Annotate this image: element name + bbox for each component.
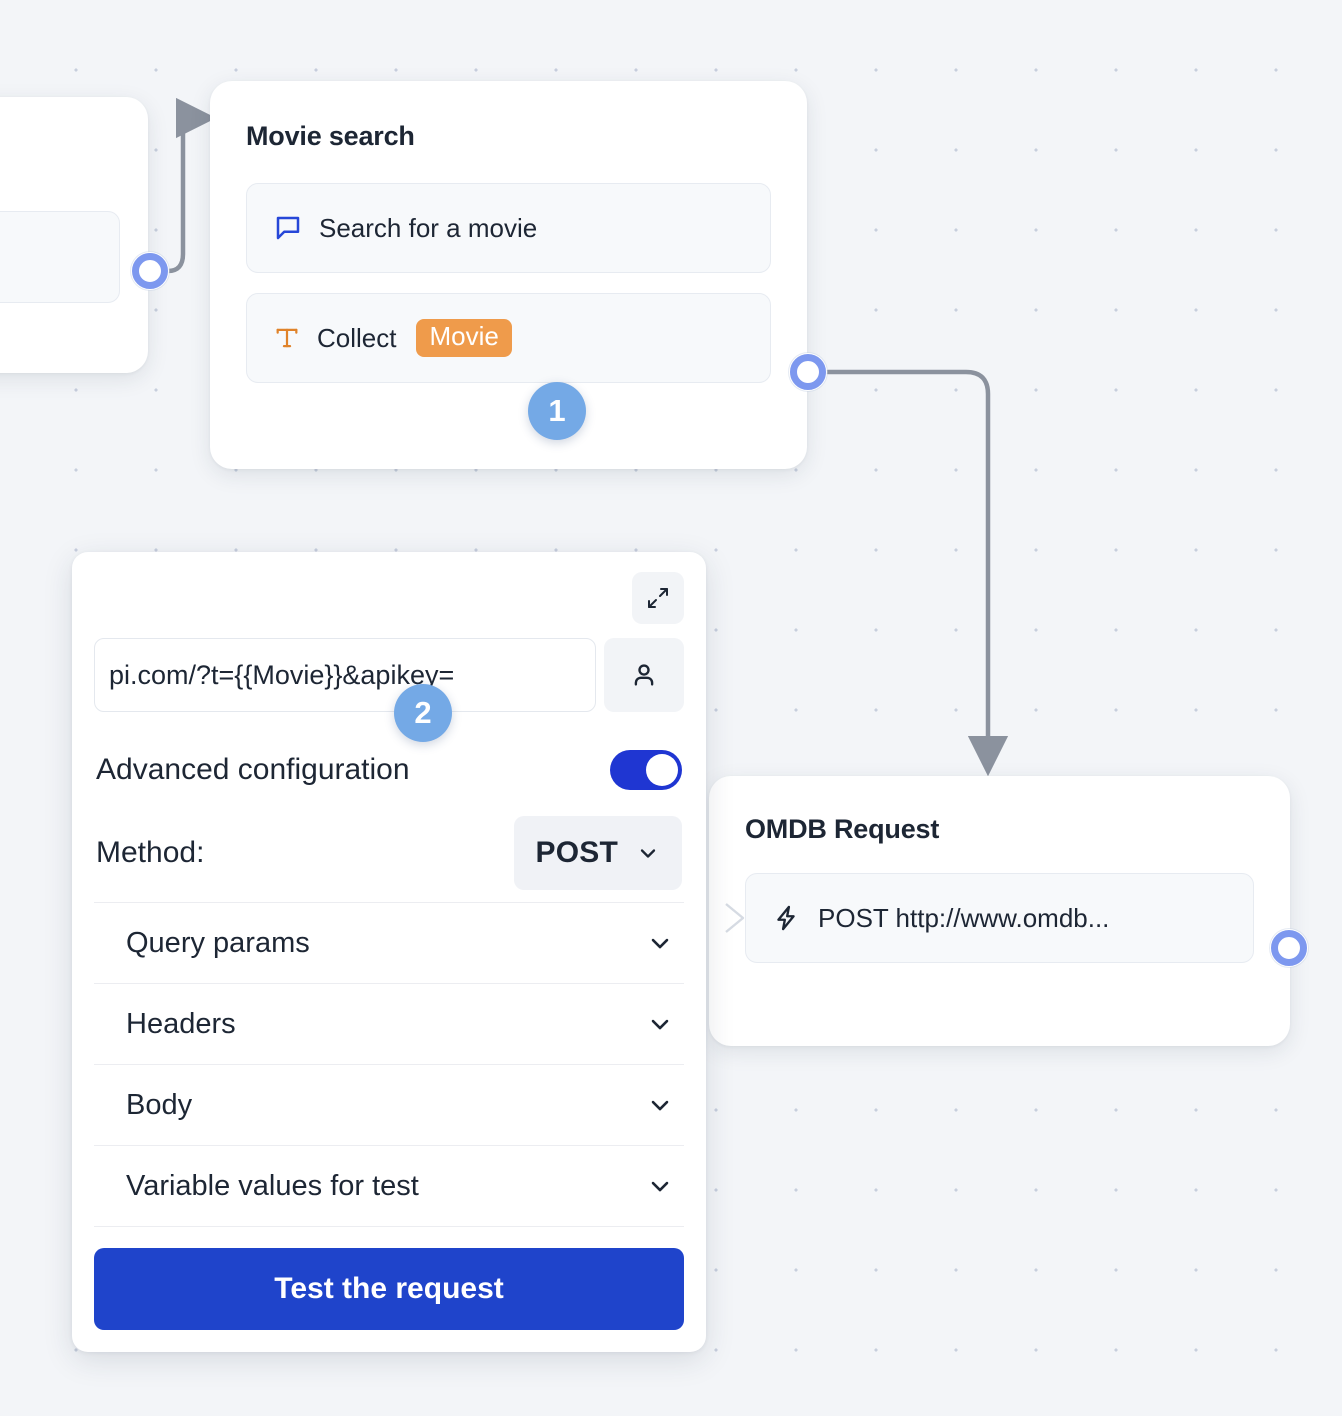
node-row-collect-label: Collect: [317, 322, 397, 353]
url-row: [94, 638, 684, 712]
method-select[interactable]: POST: [513, 816, 682, 890]
accordion-label: Body: [126, 1088, 193, 1121]
accordion-label: Query params: [126, 926, 310, 959]
advanced-configuration-toggle[interactable]: [610, 750, 682, 790]
accordion-label: Variable values for test: [126, 1169, 419, 1202]
accordion-item-variable-values-for-test[interactable]: Variable values for test: [94, 1145, 684, 1226]
node-movie-search-title: Movie search: [246, 121, 415, 151]
port-movie-search-output[interactable]: [789, 353, 827, 391]
advanced-configuration-label: Advanced configuration: [96, 753, 410, 786]
step-badge-2: 2: [394, 684, 452, 742]
port-partial-left-output[interactable]: [131, 252, 169, 290]
node-partial-left-row[interactable]: [0, 211, 120, 303]
edge-movie-to-omdb: [825, 369, 1009, 777]
user-icon: [634, 664, 654, 686]
chevron-down-icon: [651, 1100, 669, 1111]
expand-diagonal-icon: [648, 588, 668, 608]
panel-toolbar: [94, 572, 684, 624]
text-type-icon: [273, 324, 301, 352]
variable-chip-movie[interactable]: Movie: [416, 319, 512, 357]
advanced-configuration-row: Advanced configuration: [94, 750, 684, 790]
node-row-search-label: Search for a movie: [319, 212, 538, 243]
chevron-down-icon: [651, 1181, 669, 1192]
node-partial-left[interactable]: [0, 97, 148, 373]
accordion-bottom-divider: [94, 1226, 684, 1227]
node-movie-search[interactable]: Movie search Search for a movie Collect: [210, 81, 807, 469]
step-badge-1: 1: [528, 382, 586, 440]
method-label: Method:: [96, 836, 205, 869]
method-selected-value: POST: [535, 836, 618, 869]
node-row-collect-movie[interactable]: Collect Movie: [246, 293, 771, 383]
test-the-request-button[interactable]: Test the request: [94, 1248, 684, 1330]
accordion-label: Headers: [126, 1007, 236, 1040]
chevron-down-icon: [651, 938, 669, 949]
node-omdb-request[interactable]: OMDB Request POST http://www.omdb...: [709, 776, 1290, 1046]
request-url-input[interactable]: [94, 638, 596, 712]
node-row-search-for-a-movie[interactable]: Search for a movie: [246, 183, 771, 273]
lightning-bolt-icon: [772, 904, 800, 932]
accordion-item-query-params[interactable]: Query params: [94, 902, 684, 983]
expand-diagonal-icon-button[interactable]: [632, 572, 684, 624]
user-icon-button[interactable]: [604, 638, 684, 712]
port-omdb-request-output[interactable]: [1270, 929, 1308, 967]
node-omdb-request-title: OMDB Request: [745, 814, 940, 844]
request-config-panel[interactable]: Advanced configuration Method: POST Quer…: [72, 552, 706, 1352]
node-row-omdb-post[interactable]: POST http://www.omdb...: [725, 873, 1254, 963]
config-accordion: Query params Headers Body Variable value…: [94, 902, 684, 1227]
chevron-down-icon: [640, 849, 656, 858]
chevron-down-icon: [651, 1019, 669, 1030]
accordion-item-headers[interactable]: Headers: [94, 983, 684, 1064]
speech-bubble-icon: [273, 213, 303, 243]
edge-partial-to-movie: [165, 97, 217, 274]
accordion-item-body[interactable]: Body: [94, 1064, 684, 1145]
method-row: Method: POST: [94, 816, 684, 890]
node-row-omdb-label: POST http://www.omdb...: [818, 902, 1110, 933]
row-input-connector-icon: [725, 903, 745, 933]
